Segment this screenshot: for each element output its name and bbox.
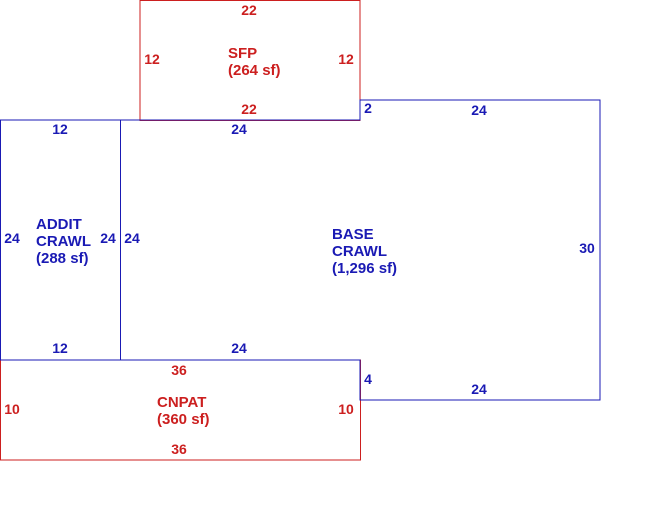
addit-area: (288 sf) (36, 250, 89, 267)
base-dim-left: 24 (124, 230, 140, 246)
base-crawl-outline (120, 99, 601, 401)
sfp-name: SFP (228, 45, 257, 62)
base-dim-bottom-left: 24 (231, 340, 247, 356)
base-dim-bottom-right: 24 (471, 381, 487, 397)
base-dim-step: 2 (364, 100, 372, 116)
addit-crawl-outline (0, 119, 121, 361)
base-name-line1: BASE (332, 226, 374, 243)
cnpat-area: (360 sf) (157, 411, 210, 428)
addit-name-line1: ADDIT (36, 216, 82, 233)
addit-dim-bottom: 12 (52, 340, 68, 356)
addit-dim-right: 24 (100, 230, 116, 246)
addit-dim-top: 12 (52, 121, 68, 137)
sfp-dim-top: 22 (241, 2, 257, 18)
cnpat-dim-bottom: 36 (171, 441, 187, 457)
sfp-dim-bottom: 22 (241, 101, 257, 117)
base-dim-top-right: 24 (471, 102, 487, 118)
base-dim-step-lower: 4 (364, 371, 372, 387)
base-dim-top-left: 24 (231, 121, 247, 137)
sfp-dim-left: 12 (144, 51, 160, 67)
base-dim-right: 30 (579, 240, 595, 256)
base-area: (1,296 sf) (332, 260, 397, 277)
cnpat-dim-right: 10 (338, 401, 354, 417)
cnpat-dim-top: 36 (171, 362, 187, 378)
addit-dim-left: 24 (4, 230, 20, 246)
cnpat-name: CNPAT (157, 394, 206, 411)
base-name-line2: CRAWL (332, 243, 387, 260)
sfp-dim-right: 12 (338, 51, 354, 67)
cnpat-dim-left: 10 (4, 401, 20, 417)
addit-name-line2: CRAWL (36, 233, 91, 250)
sfp-area: (264 sf) (228, 62, 281, 79)
